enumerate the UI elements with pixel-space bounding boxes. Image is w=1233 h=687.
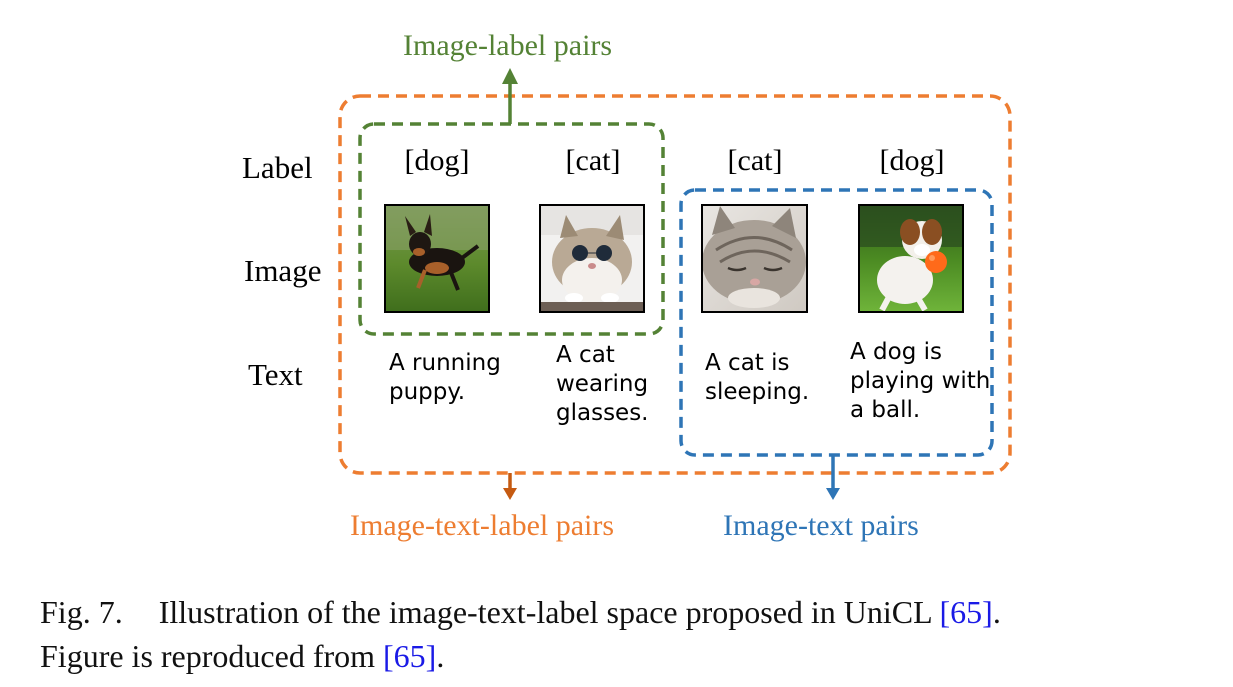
text-caption: A dog is playing with a ball. [850, 339, 998, 423]
caption-fig-label: Fig. 7. [40, 594, 123, 630]
citation-link[interactable]: [65] [383, 638, 437, 674]
image-text-label-arrow [503, 473, 517, 500]
text-caption: A cat wearing glasses. [556, 342, 655, 426]
image-text-label-box [338, 94, 1012, 475]
figure-caption: Fig. 7. Illustration of the image-text-la… [40, 590, 1220, 678]
column-label: [dog] [880, 144, 945, 177]
running-puppy-photo [384, 204, 490, 313]
caption-line-1: Fig. 7. Illustration of the image-text-la… [40, 590, 1220, 634]
image-label-box [358, 122, 665, 336]
caption-text: Illustration of the image-text-label spa… [158, 594, 940, 630]
image-label-pairs-title: Image-label pairs [403, 29, 612, 62]
column-label: [cat] [728, 144, 783, 177]
row-label-image: Image [244, 253, 321, 288]
cat-with-glasses-photo [539, 204, 645, 313]
caption-line-2: Figure is reproduced from [65]. [40, 634, 1220, 678]
dog-with-ball-photo [858, 204, 964, 313]
caption-text: Figure is reproduced from [40, 638, 384, 674]
column-label: [dog] [405, 144, 470, 177]
diagram-canvas: Image-label pairs Image-text-label pairs… [242, 29, 1012, 542]
image-text-label-pairs-title: Image-text-label pairs [350, 509, 614, 542]
caption-period: . [436, 638, 445, 674]
row-label-text: Text [248, 357, 303, 392]
image-text-pairs-title: Image-text pairs [723, 509, 919, 542]
text-caption: A running puppy. [389, 350, 508, 405]
citation-link[interactable]: [65] [939, 594, 993, 630]
image-text-box [679, 188, 994, 457]
row-label-label: Label [242, 150, 313, 185]
text-caption: A cat is sleeping. [705, 350, 809, 405]
sleeping-kitten-photo [701, 204, 808, 313]
image-label-arrow [502, 68, 518, 124]
column-label: [cat] [566, 144, 621, 177]
image-text-arrow [826, 455, 840, 500]
caption-period: . [992, 594, 1001, 630]
